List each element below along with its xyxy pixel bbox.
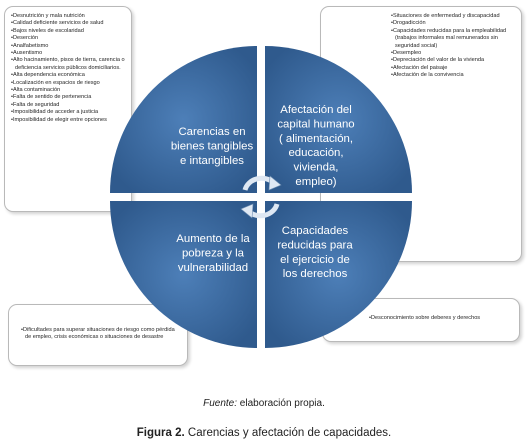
detail-item: Imposibilidad de elegir entre opciones — [11, 117, 125, 124]
detail-item: Situaciones de enfermedad y discapacidad — [391, 13, 515, 20]
cycle-arrows-icon — [240, 175, 282, 219]
detail-item: Afectación del paisaje — [391, 65, 515, 72]
top-left-detail-box: Desnutrición y mala nutriciónCalidad def… — [4, 6, 132, 212]
bottom-left-detail-list: Dificultades para superar situaciones de… — [21, 327, 181, 342]
quadrant-label-line: e intangibles — [180, 155, 244, 167]
detail-item: Imposibilidad de acceder a justicia — [11, 109, 125, 116]
detail-item: Desempleo — [391, 50, 515, 57]
bottom-left-detail-box: Dificultades para superar situaciones de… — [8, 304, 188, 366]
detail-item: Calidad deficiente servicios de salud — [11, 20, 125, 27]
quadrant-label-line: educación, — [288, 147, 343, 159]
figure-caption: Figura 2. Carencias y afectación de capa… — [0, 427, 528, 439]
figure-number: Figura 2. — [136, 427, 185, 439]
source-label: Fuente: — [203, 398, 238, 409]
quadrant-label-line: el ejercicio de — [280, 254, 350, 266]
quadrant-label-line: vulnerabilidad — [178, 262, 248, 274]
quadrant-bottom-right-label: Capacidades reducidas para el ejercicio de… — [277, 225, 353, 280]
quadrant-bottom-right: Capacidades reducidas para el ejercicio de… — [265, 201, 412, 348]
detail-item: Alto hacinamiento, pisos de tierra, care… — [11, 57, 125, 72]
detail-item: Analfabetismo — [11, 43, 125, 50]
quadrant-label-line: empleo) — [295, 176, 336, 188]
detail-item: Falta de sentido de pertenencia — [11, 94, 125, 101]
quadrant-label-line: bienes tangibles — [171, 140, 254, 152]
figure-title-text: Carencias y afectación de capacidades. — [184, 427, 392, 439]
quadrant-label-line: reducidas para — [277, 239, 353, 251]
detail-item: Alta contaminación — [11, 87, 125, 94]
detail-item: Depreciación del valor de la vivienda — [391, 57, 515, 64]
quadrant-label-line: Aumento de la — [176, 233, 250, 245]
quadrant-label-line: vivienda, — [294, 162, 339, 174]
detail-item: Alta dependencia económica — [11, 72, 125, 79]
top-left-detail-list: Desnutrición y mala nutriciónCalidad def… — [11, 13, 125, 124]
quadrant-bottom-left-label: Aumento de la pobreza y la vulnerabilidad — [176, 233, 250, 274]
quadrant-top-left-label: Carencias en bienes tangibles e intangible… — [171, 126, 254, 167]
detail-item: Capacidades reducidas para la empleabili… — [391, 28, 515, 50]
detail-item: Drogadicción — [391, 20, 515, 27]
quadrant-bottom-left: Aumento de la pobreza y la vulnerabilidad — [110, 201, 257, 348]
quadrant-label-line: Carencias en — [178, 126, 245, 138]
detail-item: Desnutrición y mala nutrición — [11, 13, 125, 20]
quadrant-label-line: capital humano — [277, 118, 354, 130]
quadrant-top-right: Afectación del capital humano ( alimentaci… — [265, 46, 412, 193]
detail-item: Deserción — [11, 35, 125, 42]
quadrant-label-line: ( alimentación, — [279, 133, 353, 145]
detail-item: Bajos niveles de escolaridad — [11, 28, 125, 35]
quadrant-label-line: Capacidades — [282, 225, 349, 237]
top-right-detail-list: Situaciones de enfermedad y discapacidad… — [391, 13, 515, 80]
quadrant-top-left: Carencias en bienes tangibles e intangible… — [110, 46, 257, 193]
figure-source: Fuente: elaboración propia. — [0, 398, 528, 409]
detail-item: Dificultades para superar situaciones de… — [21, 327, 181, 342]
bottom-right-detail-list: Desconocimiento sobre deberes y derechos — [369, 315, 513, 322]
source-text: elaboración propia. — [237, 398, 325, 409]
detail-item: Desconocimiento sobre deberes y derechos — [369, 315, 513, 322]
detail-item: Localización en espacios de riesgo — [11, 80, 125, 87]
detail-item: Ausentismo — [11, 50, 125, 57]
detail-item: Afectación de la convivencia — [391, 72, 515, 79]
quadrant-label-line: pobreza y la — [182, 247, 245, 259]
quadrant-label-line: los derechos — [283, 268, 348, 280]
cycle-diagram: Carencias en bienes tangibles e intangible… — [110, 46, 412, 348]
quadrant-top-right-label: Afectación del capital humano ( alimentaci… — [277, 104, 354, 188]
quadrant-label-line: Afectación del — [280, 104, 352, 116]
detail-item: Falta de seguridad — [11, 102, 125, 109]
